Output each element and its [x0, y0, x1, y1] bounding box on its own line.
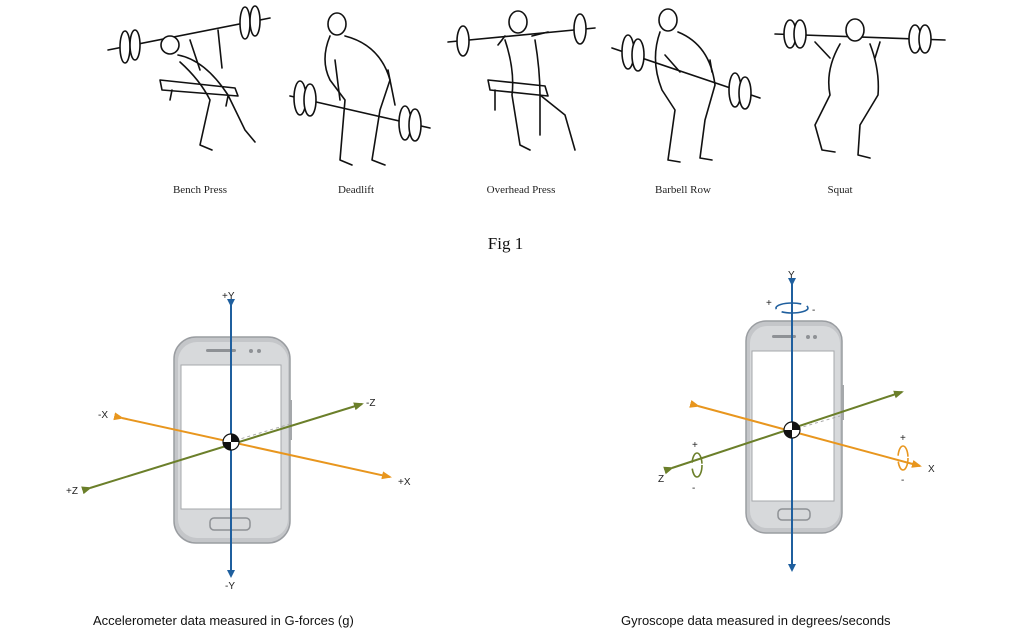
barbell-row-figure-icon	[611, 8, 761, 163]
gyro-z-minus: -	[692, 483, 695, 494]
y-rotation-icon	[775, 302, 809, 314]
squat-figure-icon	[774, 18, 946, 159]
accel-label-plus-z: +Z	[66, 486, 78, 497]
exercise-label-squat: Squat	[827, 184, 853, 196]
x-rotation-icon	[897, 445, 909, 471]
gyroscope-caption: Gyroscope data measured in degrees/secon…	[621, 613, 891, 628]
gyro-label-z: Z	[658, 474, 664, 485]
z-rotation-icon	[691, 452, 703, 478]
gyroscope-axes	[663, 278, 922, 572]
exercise-label-deadlift: Deadlift	[337, 184, 375, 196]
overhead-press-figure-icon	[447, 10, 596, 151]
gyro-label-y: Y	[788, 270, 795, 281]
accelerometer-caption: Accelerometer data measured in G-forces …	[93, 613, 354, 628]
accel-label-minus-z: -Z	[366, 398, 375, 409]
gyro-y-minus: -	[812, 305, 815, 316]
accel-label-plus-y: +Y	[222, 291, 235, 302]
gyro-y-plus: +	[766, 298, 772, 309]
accel-label-plus-x: +X	[398, 477, 411, 488]
bench-press-figure-icon	[107, 5, 271, 151]
exercise-label-bench-press: Bench Press	[172, 184, 228, 196]
accel-label-minus-x: -X	[98, 410, 108, 421]
accel-label-minus-y: -Y	[225, 581, 235, 592]
accelerometer-axes	[81, 299, 392, 578]
gyro-x-plus: +	[900, 433, 906, 444]
gyro-z-plus: +	[692, 440, 698, 451]
gyro-label-x: X	[928, 464, 935, 475]
figure-title: Fig 1	[487, 234, 524, 253]
exercise-label-overhead-press: Overhead Press	[486, 184, 556, 196]
gyro-x-minus: -	[901, 475, 904, 486]
deadlift-figure-icon	[289, 12, 431, 166]
exercise-label-barbell-row: Barbell Row	[655, 184, 711, 196]
